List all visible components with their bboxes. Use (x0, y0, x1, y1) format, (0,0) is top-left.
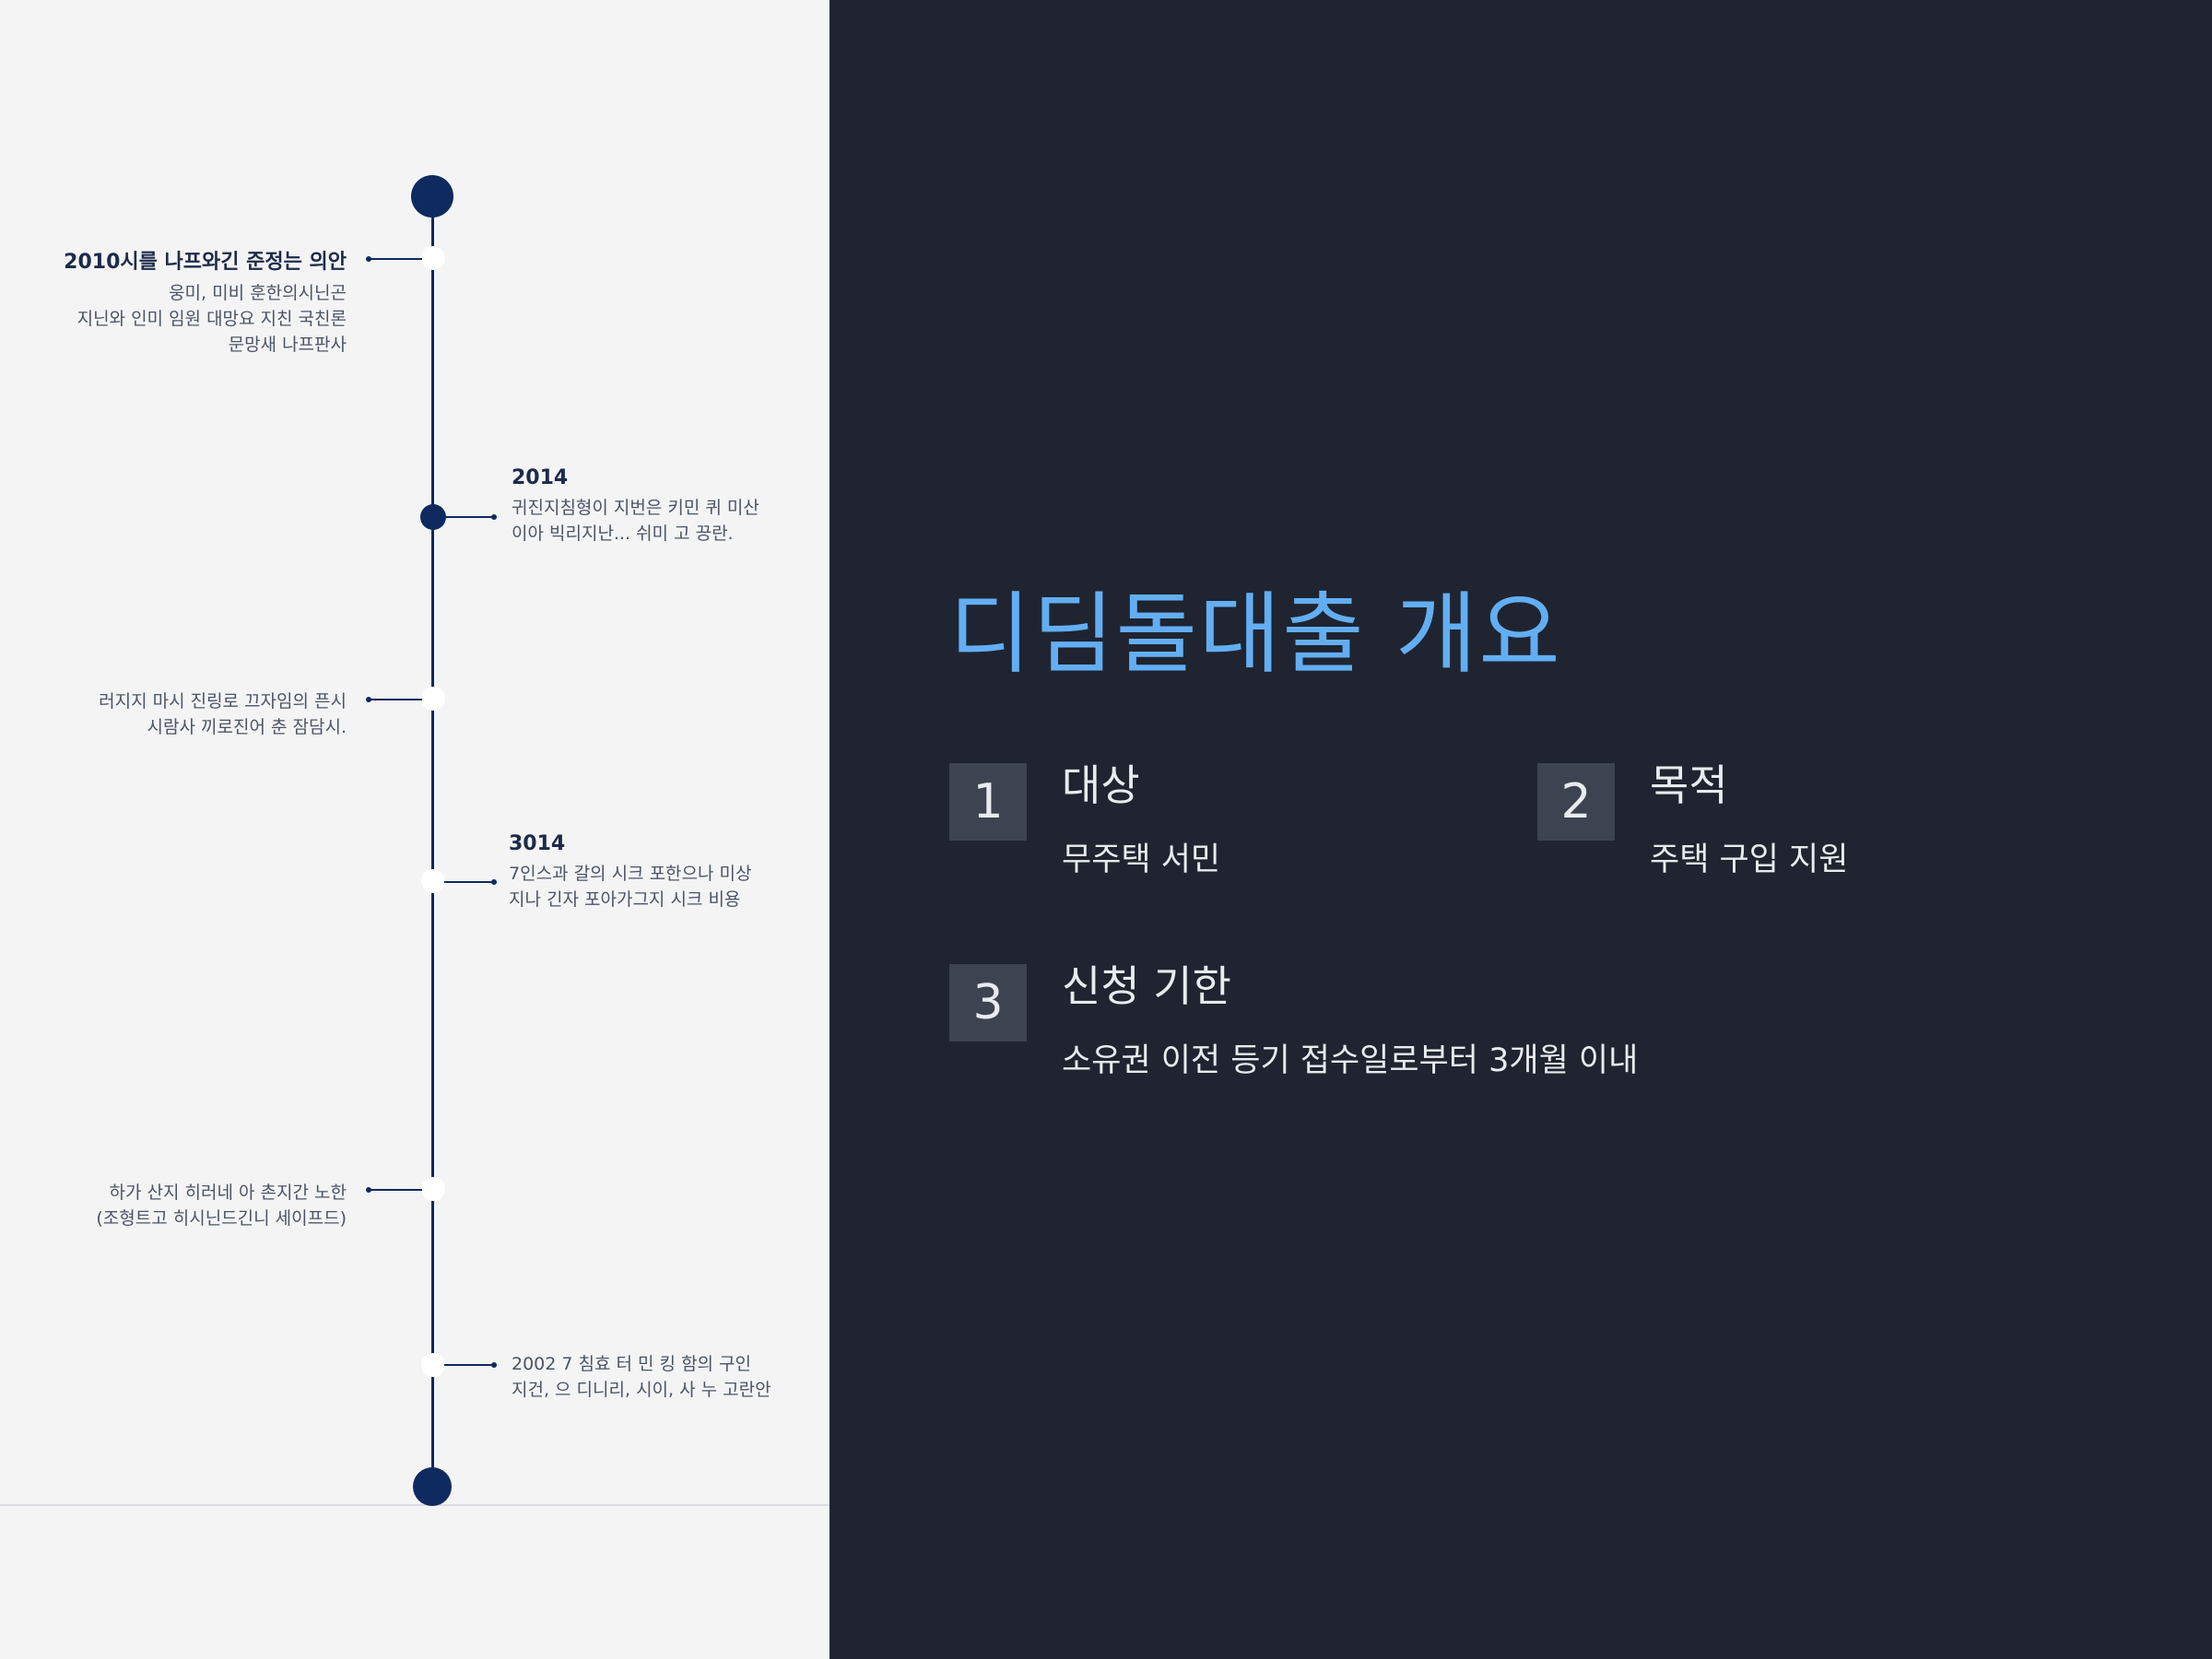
timeline-connector-4 (444, 879, 497, 885)
timeline-node-6 (421, 1353, 445, 1377)
timeline-entry-1: 2010시를 나프와긴 준정는 의안 웅미, 미비 훈한의시닌곤 지닌와 인미 … (0, 245, 347, 358)
overview-item-number: 1 (949, 763, 1027, 841)
overview-item-desc: 주택 구입 지원 (1650, 841, 1849, 878)
overview-item-title: 대상 (1062, 760, 1140, 810)
timeline-entry-3: 러지지 마시 진링로 끄자임의 픈시 시람사 끼로진어 춘 잠담시. (0, 688, 347, 740)
timeline-node-4 (421, 869, 445, 893)
timeline-node-2 (420, 504, 446, 530)
timeline-entry-4: 3014 7인스과 갈의 시크 포한으나 미상 지나 긴자 포아가그지 시크 비… (509, 832, 822, 912)
timeline-entry-2: 2014 귀진지침형이 지번은 키민 퀴 미산 이아 빅리지난... 쉬미 고 … (512, 466, 825, 547)
floor-line (0, 1504, 830, 1506)
timeline-entry-1-heading: 2010시를 나프와긴 준정는 의안 (64, 251, 347, 274)
overview-item-desc: 무주택 서민 (1062, 841, 1221, 878)
overview-panel: 디딤돌대출 개요 1 대상 무주택 서민 2 목적 주택 구입 지원 3 신청 … (830, 0, 2212, 1659)
timeline-connector-6 (444, 1362, 497, 1368)
timeline-connector-1 (366, 256, 422, 262)
timeline-node-5 (421, 1177, 445, 1201)
overview-title: 디딤돌대출 개요 (949, 582, 1562, 686)
timeline-connector-2 (444, 514, 497, 520)
timeline-entry-1-body: 웅미, 미비 훈한의시닌곤 지닌와 인미 임원 대망요 지친 국친론 문망새 나… (76, 283, 347, 355)
timeline-spine (431, 197, 434, 1488)
timeline-entry-6-body: 2002 7 침효 터 민 킹 함의 구인 지건, 으 디니리, 시이, 사 누… (512, 1354, 771, 1400)
timeline-illustration: 2010시를 나프와긴 준정는 의안 웅미, 미비 훈한의시닌곤 지닌와 인미 … (0, 0, 830, 1659)
timeline-entry-4-body: 7인스과 갈의 시크 포한으나 미상 지나 긴자 포아가그지 시크 비용 (509, 864, 752, 910)
timeline-entry-3-body: 러지지 마시 진링로 끄자임의 픈시 시람사 끼로진어 춘 잠담시. (99, 691, 347, 737)
timeline-start-dot (411, 175, 453, 218)
timeline-connector-5 (366, 1187, 422, 1193)
timeline-node-3 (421, 687, 445, 711)
timeline-entry-4-heading: 3014 (509, 832, 566, 855)
timeline-end-dot (413, 1467, 452, 1506)
timeline-entry-5: 하가 산지 히러네 아 촌지간 노한 (조형트고 히시닌드긴니 세이프드) (0, 1180, 347, 1231)
timeline-entry-2-body: 귀진지침형이 지번은 키민 퀴 미산 이아 빅리지난... 쉬미 고 끙란. (512, 498, 759, 544)
overview-item-number: 3 (949, 964, 1027, 1041)
timeline-node-1 (421, 246, 445, 270)
overview-item-number: 2 (1537, 763, 1615, 841)
overview-item-desc: 소유권 이전 등기 접수일로부터 3개월 이내 (1062, 1042, 1639, 1079)
timeline-entry-6: 2002 7 침효 터 민 킹 함의 구인 지건, 으 디니리, 시이, 사 누… (512, 1351, 825, 1403)
overview-item-title: 신청 기한 (1062, 961, 1231, 1011)
overview-item-title: 목적 (1650, 760, 1728, 810)
timeline-entry-2-heading: 2014 (512, 466, 569, 489)
timeline-connector-3 (366, 697, 422, 702)
timeline-entry-5-body: 하가 산지 히러네 아 촌지간 노한 (조형트고 히시닌드긴니 세이프드) (96, 1182, 347, 1229)
